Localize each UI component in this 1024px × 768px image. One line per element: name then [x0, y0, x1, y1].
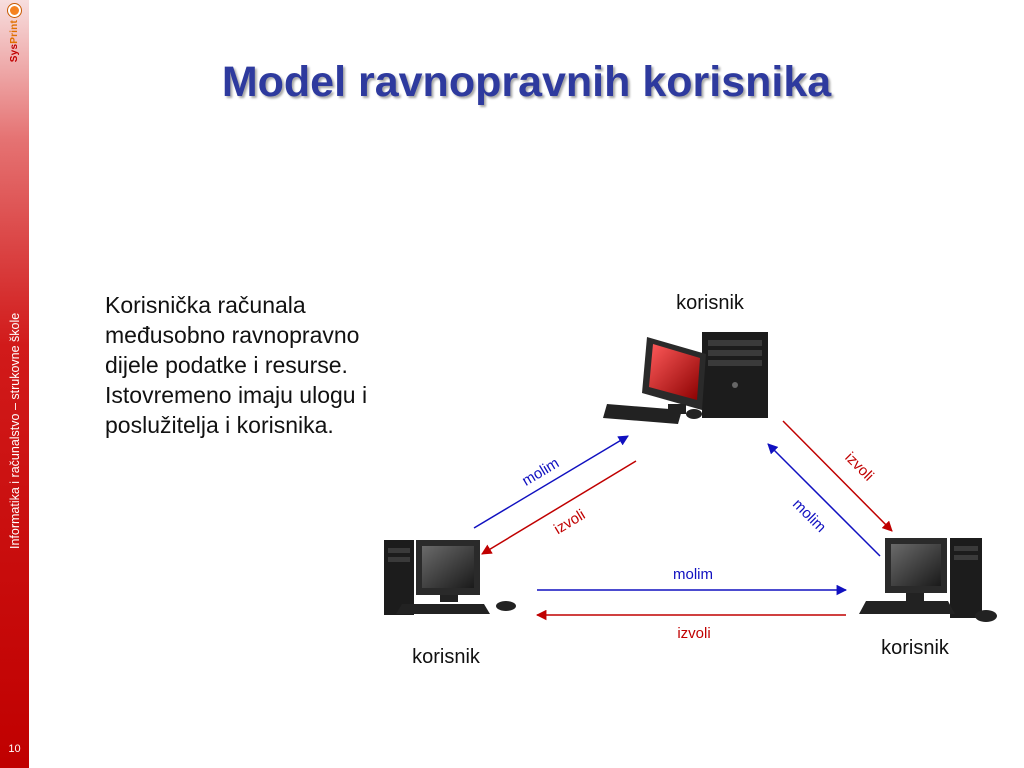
sysprint-logo: SysPrint — [3, 4, 25, 66]
body-line: Istovremeno imaju ulogu i — [105, 382, 368, 408]
arrow-label-right-up: molim — [789, 496, 829, 536]
node-label-top: korisnik — [676, 292, 745, 314]
body-line: međusobno ravnopravno — [105, 322, 360, 348]
arrow-right-to-top — [767, 443, 881, 557]
arrow-top-to-left — [481, 460, 637, 555]
slide-title: Model ravnopravnih korisnika — [221, 58, 832, 106]
slide-body-text: Korisnička računala međusobno ravnopravn… — [105, 290, 485, 440]
node-label-right: korisnik — [881, 637, 950, 659]
arrow-label-bottom-right: molim — [673, 566, 713, 583]
page-number: 10 — [8, 743, 21, 755]
body-line: Korisnička računala — [105, 292, 306, 318]
body-line: poslužitelja i korisnika. — [105, 412, 334, 438]
arrow-label-left-down: izvoli — [551, 506, 588, 538]
arrow-label-left-up: molim — [519, 455, 562, 490]
computer-left-icon — [384, 540, 516, 615]
node-label-left: korisnik — [412, 646, 481, 668]
logo-mark-icon — [7, 4, 21, 17]
arrow-label-right-down: izvoli — [841, 449, 877, 485]
sidebar: SysPrint Informatika i računalstvo – str… — [0, 0, 29, 768]
arrow-top-to-right — [782, 420, 893, 532]
arrow-label-bottom-left: izvoli — [677, 625, 710, 642]
body-line: dijele podatke i resurse. — [105, 352, 348, 378]
arrow-left-to-top — [473, 435, 629, 529]
computer-top-icon — [603, 332, 768, 424]
computer-right-icon — [859, 538, 997, 622]
